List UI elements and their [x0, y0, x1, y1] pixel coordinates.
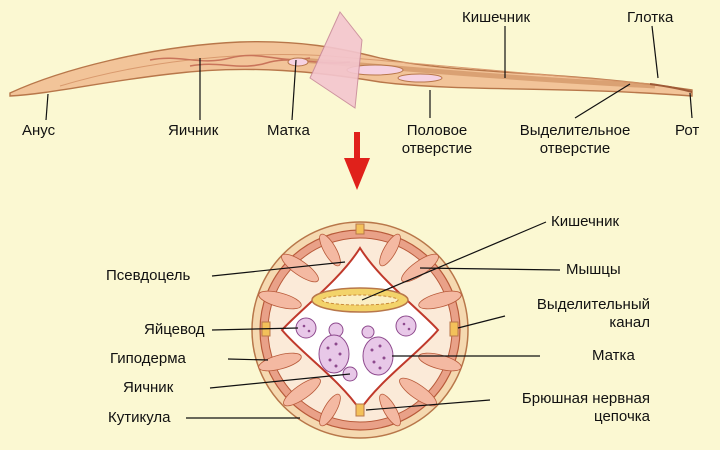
label-pharynx: Глотка: [627, 9, 674, 26]
label-uterus-section: Матка: [592, 347, 635, 364]
ventral-nerve-cord: [355, 403, 365, 417]
label-muscles: Мышцы: [566, 261, 621, 278]
label-genital-opening: Половое отверстие: [401, 122, 473, 157]
label-excretory-canal: Выделительный канал: [536, 296, 650, 331]
label-oviduct: Яйцевод: [144, 321, 205, 338]
label-mouth: Рот: [675, 122, 700, 139]
label-ventral-nerve-cord: Брюшная нервная цепочка: [521, 390, 650, 425]
worm-uterus: [287, 57, 309, 67]
egg-dots: [302, 322, 411, 370]
worm-pharynx: [649, 83, 693, 93]
section-leader-lines: [186, 221, 561, 419]
cross-section: [251, 221, 469, 439]
label-cuticle: Кутикула: [108, 409, 171, 426]
excretory-canal-right: [449, 321, 459, 337]
label-anus: Анус: [22, 122, 56, 139]
section-plane: [309, 11, 363, 109]
down-arrow-icon: [344, 132, 370, 190]
label-uterus-worm: Матка: [267, 122, 310, 139]
label-intestine-section: Кишечник: [551, 213, 620, 230]
label-ovary-worm: Яичник: [168, 122, 219, 139]
dorsal-nerve-cord: [355, 223, 365, 235]
worm-ovary-coil: [149, 54, 311, 62]
label-hypodermis: Гиподерма: [110, 350, 186, 367]
worm-leader-lines: [45, 25, 693, 121]
label-intestine-worm: Кишечник: [462, 9, 531, 26]
label-excretory-opening: Выделительное отверстие: [519, 122, 631, 157]
label-pseudocoel: Псевдоцель: [106, 267, 191, 284]
label-ovary-section: Яичник: [123, 379, 174, 396]
